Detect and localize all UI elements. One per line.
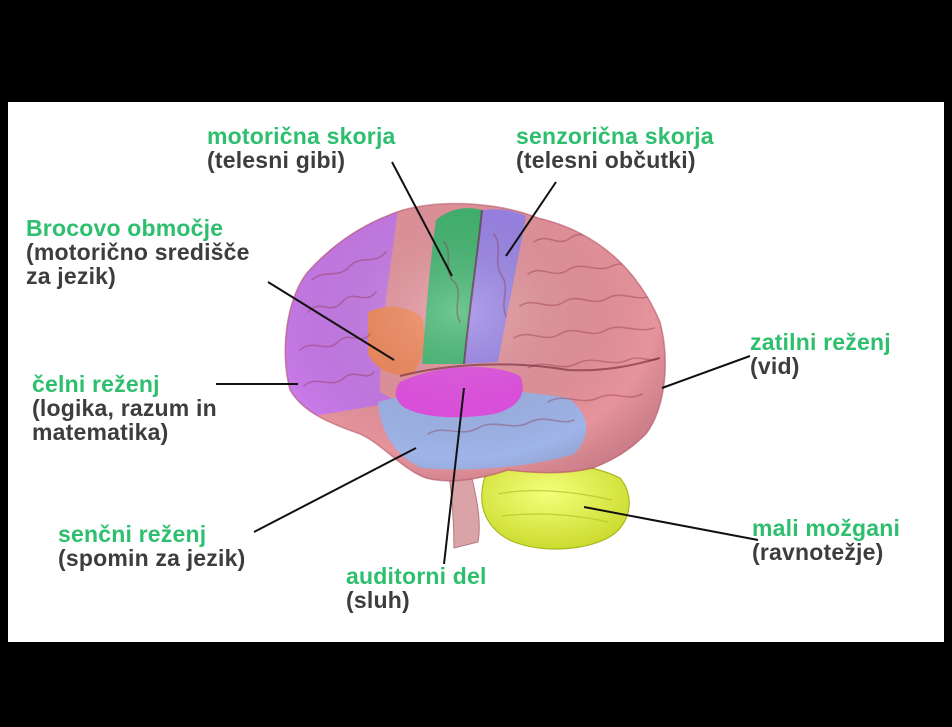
motor-cortex-description: (telesni gibi) [207, 148, 396, 172]
cerebellum-region [482, 463, 629, 549]
auditory-area-title: auditorni del [346, 564, 487, 588]
frontal-lobe-description-line1: (logika, razum in [32, 396, 217, 420]
motor-cortex-label: motorična skorja (telesni gibi) [207, 124, 396, 172]
occipital-lobe-description: (vid) [750, 354, 891, 378]
sensory-cortex-description: (telesni občutki) [516, 148, 714, 172]
broca-area-description-line2: za jezik) [26, 264, 250, 288]
broca-area-title: Brocovo območje [26, 216, 250, 240]
temporal-lobe-description: (spomin za jezik) [58, 546, 245, 570]
diagram-canvas: motorična skorja (telesni gibi) senzorič… [8, 102, 944, 642]
broca-area-label: Brocovo območje (motorično središče za j… [26, 216, 250, 288]
motor-cortex-title: motorična skorja [207, 124, 396, 148]
temporal-leader-line [254, 448, 416, 532]
occipital-leader-line [662, 356, 750, 388]
auditory-area-description: (sluh) [346, 588, 487, 612]
cerebellum-label: mali možgani (ravnotežje) [752, 516, 900, 564]
occipital-lobe-title: zatilni reženj [750, 330, 891, 354]
sensory-cortex-label: senzorična skorja (telesni občutki) [516, 124, 714, 172]
occipital-lobe-label: zatilni reženj (vid) [750, 330, 891, 378]
temporal-lobe-label: senčni reženj (spomin za jezik) [58, 522, 245, 570]
frontal-lobe-description-line2: matematika) [32, 420, 217, 444]
cerebellum-description: (ravnotežje) [752, 540, 900, 564]
temporal-lobe-title: senčni reženj [58, 522, 245, 546]
broca-area-description-line1: (motorično središče [26, 240, 250, 264]
auditory-area-label: auditorni del (sluh) [346, 564, 487, 612]
sensory-cortex-title: senzorična skorja [516, 124, 714, 148]
cerebellum-title: mali možgani [752, 516, 900, 540]
frontal-lobe-title: čelni reženj [32, 372, 217, 396]
frontal-lobe-label: čelni reženj (logika, razum in matematik… [32, 372, 217, 444]
